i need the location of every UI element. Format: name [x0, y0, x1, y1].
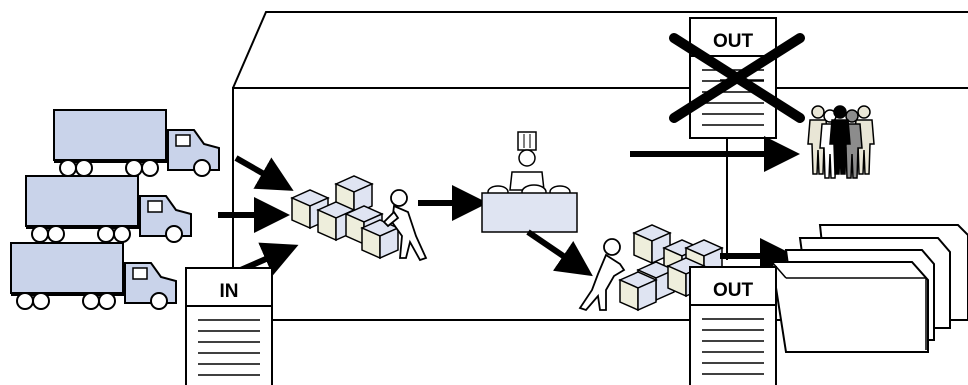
outbound-containers: [770, 224, 968, 353]
worker-lifting-box-icon: [578, 238, 626, 312]
top-out-document-label: OUT: [713, 31, 754, 52]
bottom-out-document-label: OUT: [713, 280, 754, 301]
delivery-truck-icon: [10, 242, 177, 310]
chef-icon: [481, 131, 578, 233]
delivery-truck-icon: [25, 175, 192, 243]
people-group-icon: [807, 105, 875, 179]
stacked-boxes-icon: [291, 175, 399, 259]
x-cross-icon: [669, 33, 805, 123]
arrow-to-packing: [526, 229, 593, 277]
worker-lifting-box-icon: [382, 189, 428, 262]
in-document-label: IN: [220, 281, 239, 302]
delivery-truck-icon: [53, 109, 220, 177]
inbound-arrows: [218, 155, 299, 276]
